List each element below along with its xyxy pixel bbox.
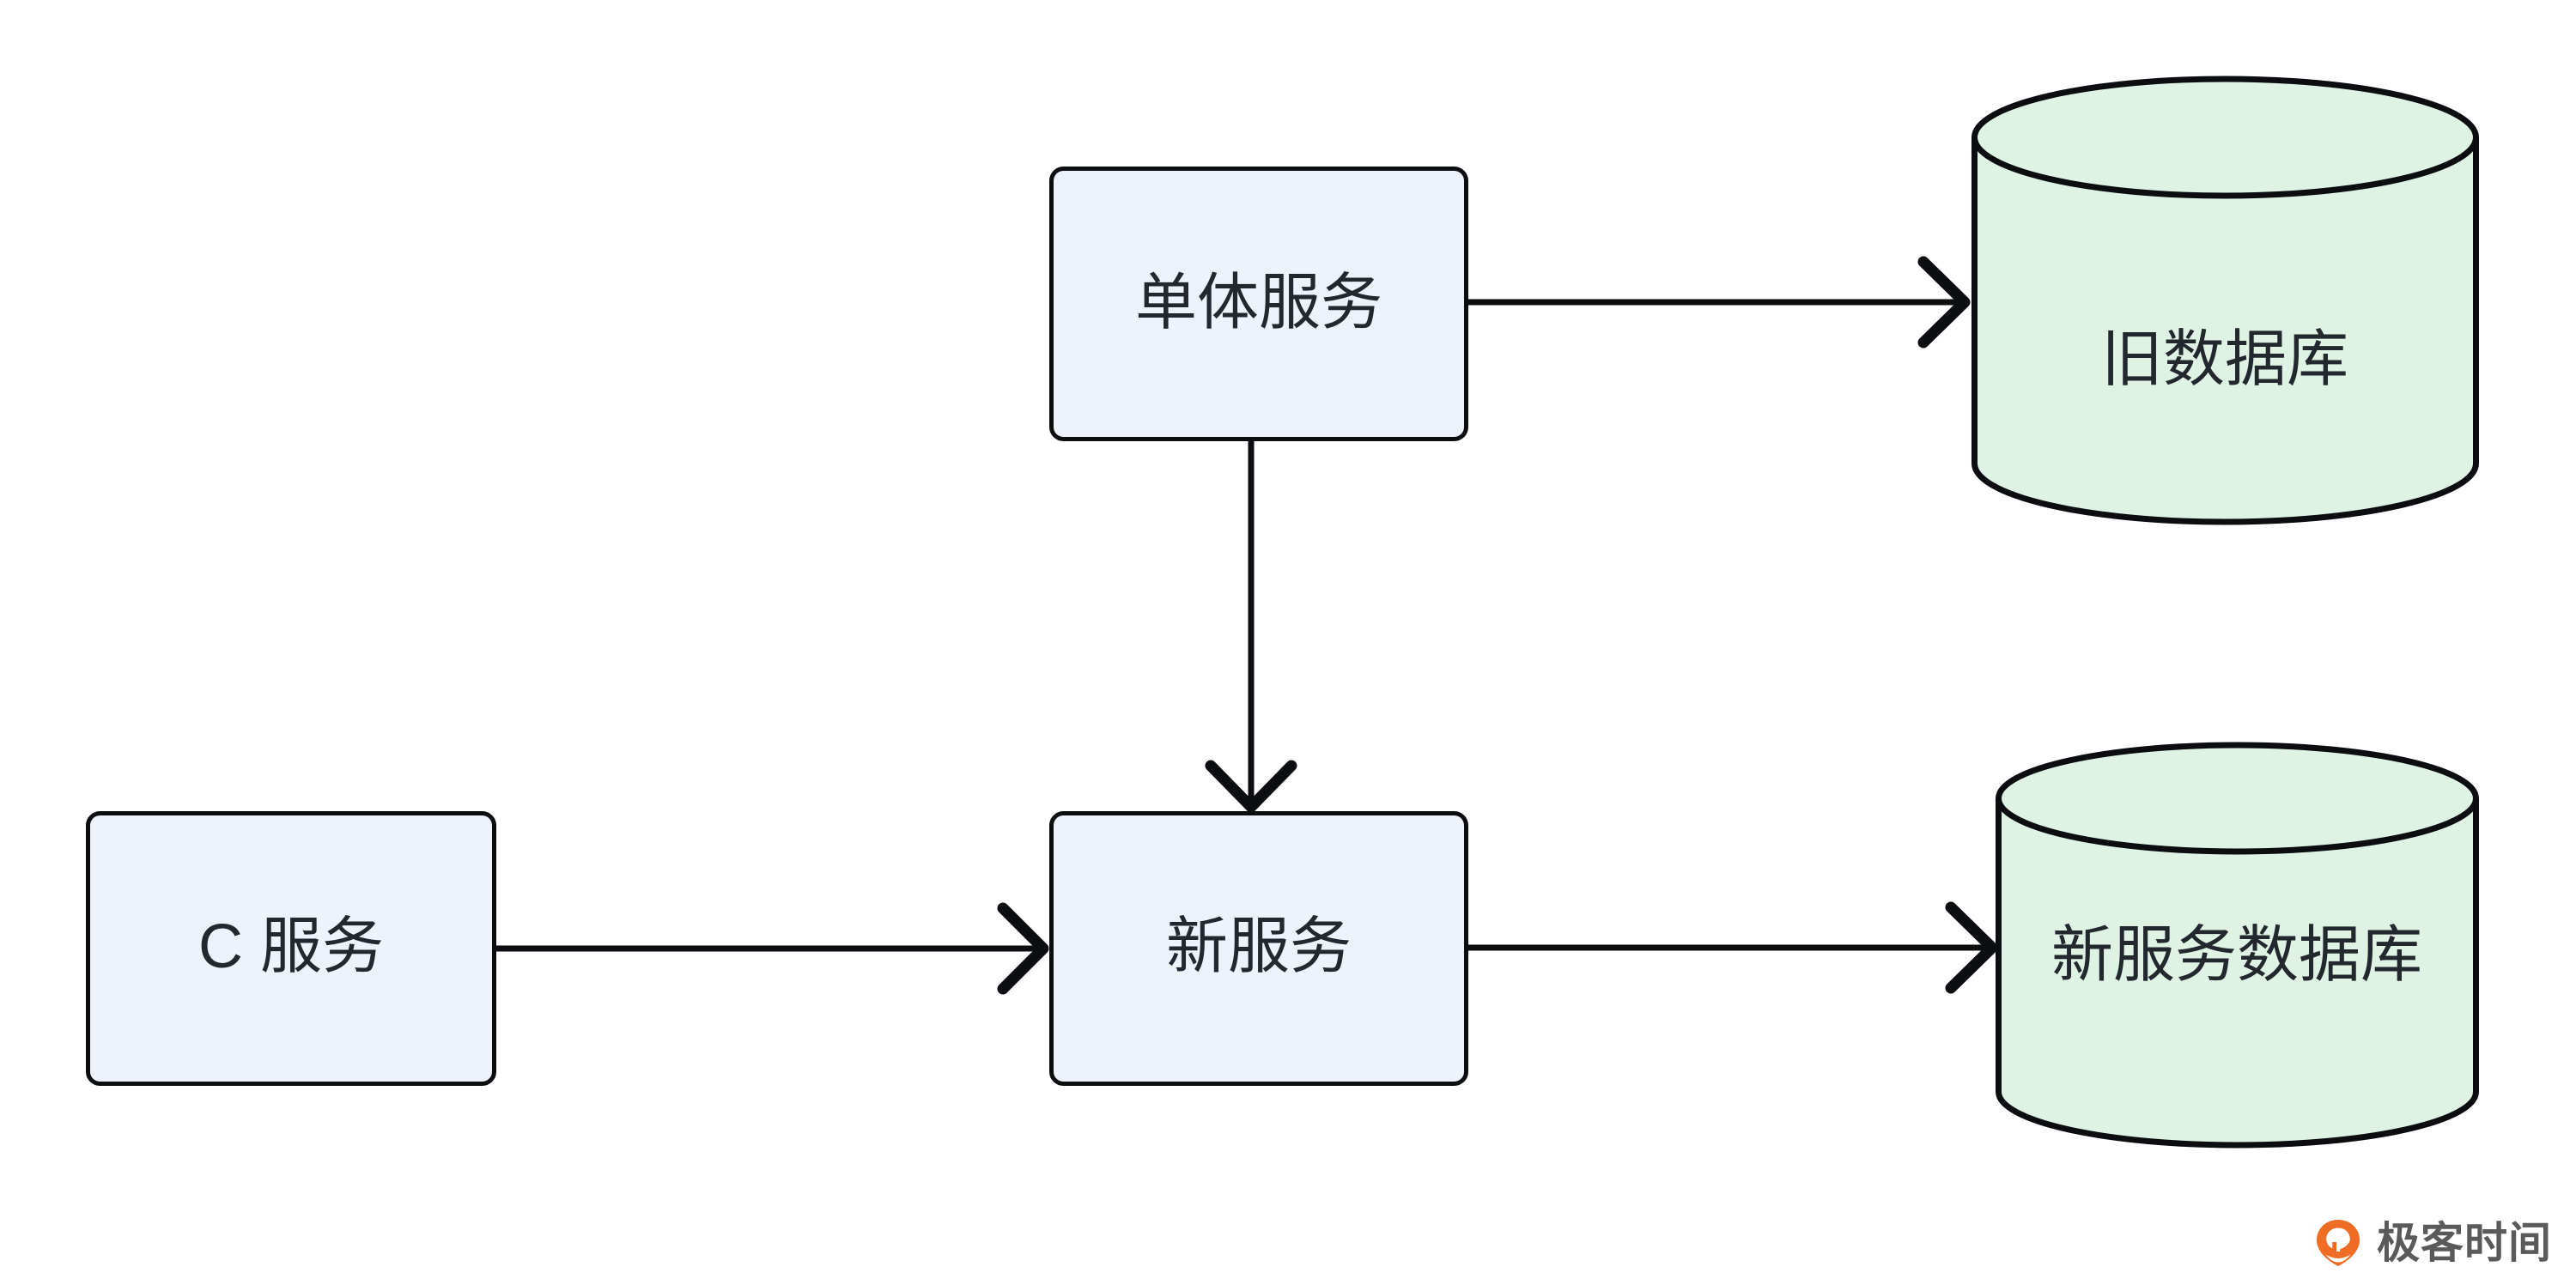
node-c-service[interactable]: C 服务 [86, 811, 496, 1086]
edge-c-service-to-new-service [496, 902, 1049, 995]
node-new-service-database[interactable]: 新服务数据库 [1996, 742, 2479, 1149]
edge-monolith-to-new-service-arrowhead [1205, 760, 1297, 813]
old-database-label: 旧数据库 [2101, 325, 2348, 394]
node-new-service[interactable]: 新服务 [1049, 811, 1468, 1086]
new-service-box[interactable] [1049, 811, 1468, 1086]
new-service-database-body[interactable] [1996, 798, 2479, 1149]
edge-c-service-to-new-service-arrowhead [997, 902, 1049, 995]
edge-monolith-to-new-service [1205, 441, 1297, 813]
edge-monolith-to-old-database [1468, 256, 1971, 349]
edge-monolith-to-old-database-arrowhead [1917, 256, 1971, 349]
monolith-label: 单体服务 [1135, 269, 1382, 337]
new-service-database-label: 新服务数据库 [2051, 921, 2422, 990]
edge-new-service-to-new-service-database-arrowhead [1945, 901, 1998, 994]
new-service-database-top-ellipse [1996, 742, 2479, 855]
node-old-database[interactable]: 旧数据库 [1971, 76, 2479, 525]
old-database-body[interactable] [1971, 137, 2479, 525]
brand-watermark: 极客时间 [2312, 1216, 2552, 1270]
c-service-box[interactable] [86, 811, 496, 1086]
old-database-top-ellipse [1971, 76, 2479, 199]
brand-name: 极客时间 [2377, 1219, 2552, 1267]
monolith-box[interactable] [1049, 167, 1468, 441]
new-service-label: 新服务 [1166, 912, 1352, 981]
edge-new-service-to-new-service-database [1468, 901, 1998, 994]
c-service-label: C 服务 [198, 912, 384, 981]
node-monolith[interactable]: 单体服务 [1049, 167, 1468, 441]
geektime-pin-icon [2317, 1220, 2360, 1266]
